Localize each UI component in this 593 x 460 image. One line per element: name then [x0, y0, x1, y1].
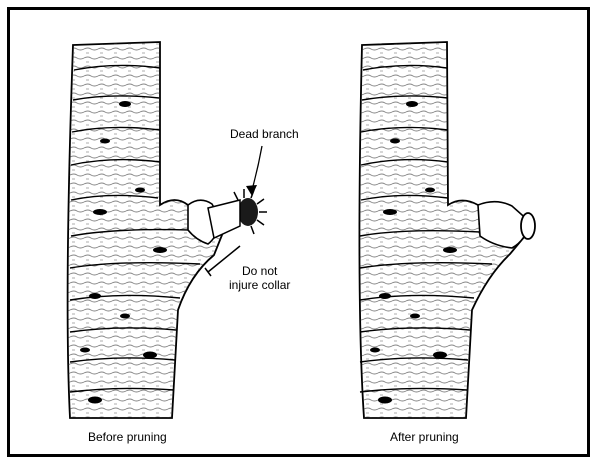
- pruning-cut-face: [521, 213, 535, 239]
- label-dead-branch: Dead branch: [230, 127, 299, 141]
- dead-branch-tip: [208, 189, 267, 238]
- caption-after-pruning: After pruning: [390, 430, 459, 444]
- trunk-before: [68, 42, 267, 418]
- label-collar-line1: Do not: [229, 264, 290, 278]
- label-collar-warning: Do not injure collar: [229, 264, 290, 292]
- caption-before-pruning: Before pruning: [88, 430, 167, 444]
- label-collar-line2: injure collar: [229, 278, 290, 292]
- dead-branch-arrow: [252, 146, 262, 190]
- trunk-after: [359, 42, 535, 418]
